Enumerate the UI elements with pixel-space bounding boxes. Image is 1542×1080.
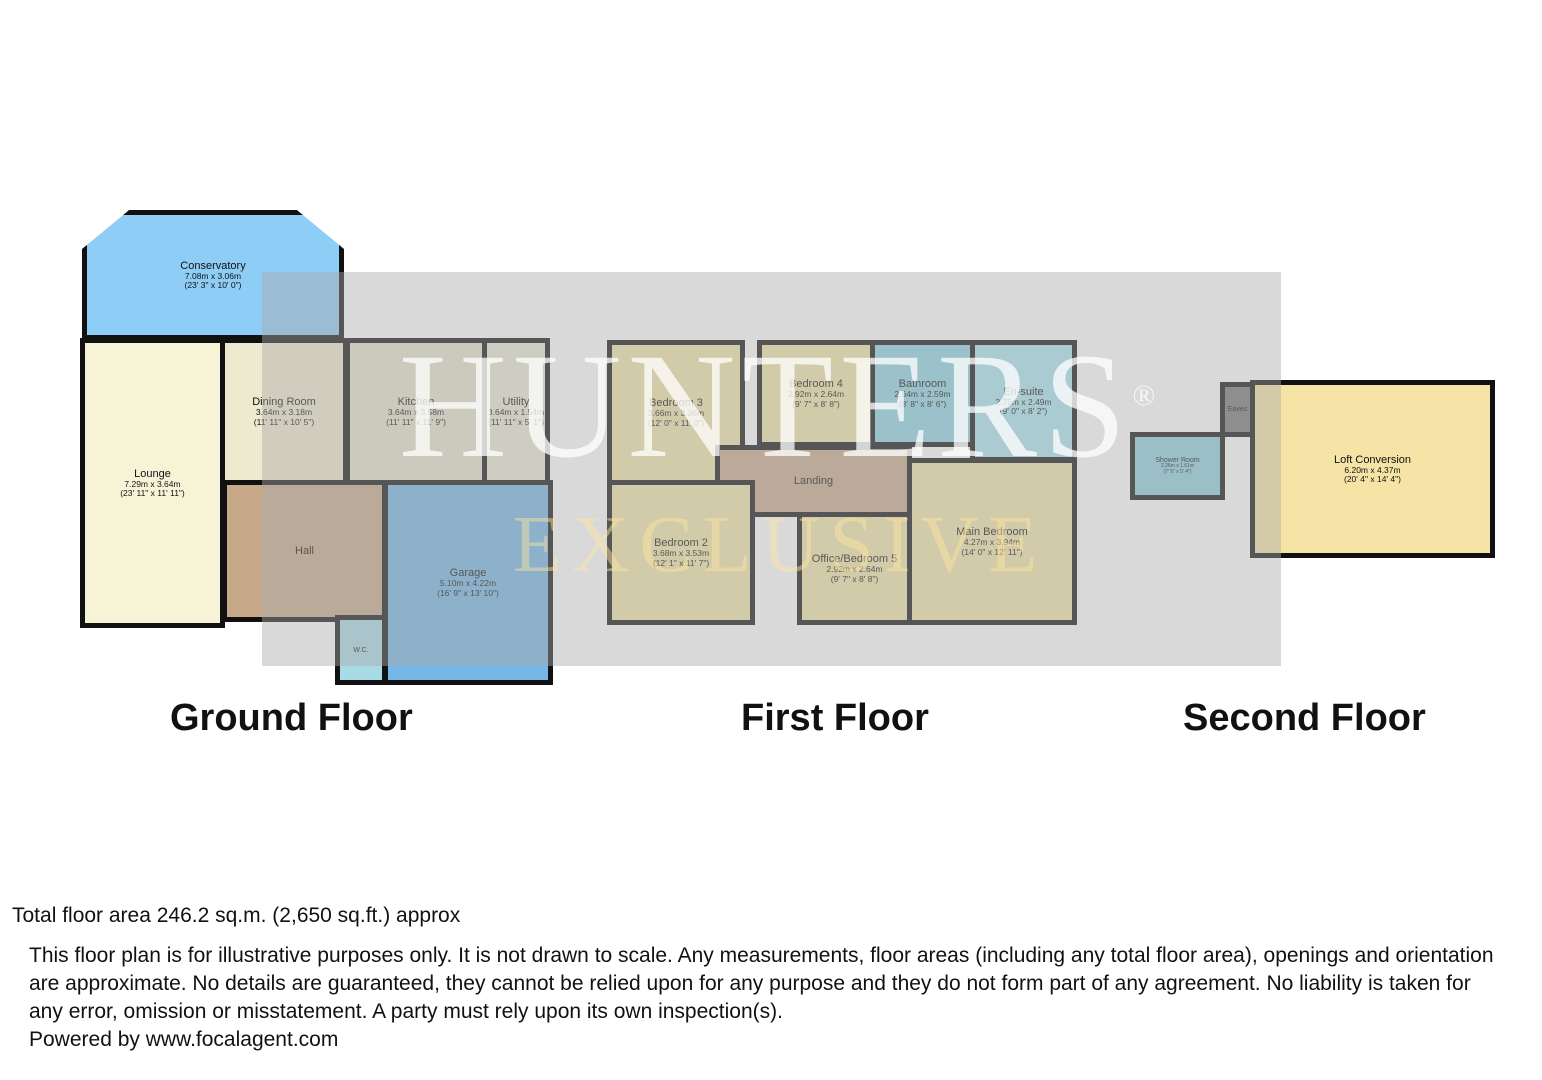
watermark-logo: HUNTERS® (330, 320, 1230, 492)
kitchen-metric: 3.64m x 3.58m (387, 407, 445, 418)
bathroom-metric: 2.64m x 2.59m (894, 389, 951, 400)
garage-imperial: (16' 9" x 13' 10") (437, 587, 499, 598)
bedroom-4-metric: 2.92m x 2.64m (787, 389, 845, 400)
w-c--name: W.C. (353, 646, 369, 654)
bedroom-3-metric: 3.66m x 3.36m (647, 408, 705, 419)
bedroom-4-name: Bedroom 4 (789, 378, 843, 391)
shower-room-name: Shower Room (1155, 457, 1200, 464)
office-bedroom-5-metric: 2.92m x 2.64m (826, 564, 883, 575)
bathroom-name: Bathroom (898, 378, 947, 391)
kitchen-name: Kitchen (397, 396, 435, 409)
conservatory-metric: 7.08m x 3.06m (184, 270, 242, 281)
loft-conversion-imperial: (20' 4" x 14' 4") (1343, 474, 1401, 484)
powered-by: Powered by www.focalagent.com (29, 1028, 339, 1051)
utility-imperial: (11' 11" x 5' 1") (488, 416, 544, 427)
shower-room-metric: 2.26m x 1.61m (1160, 463, 1195, 469)
bedroom-3-name: Bedroom 3 (649, 397, 703, 410)
dining-room-imperial: (11' 11" x 10' 5") (253, 416, 315, 427)
bedroom-2-name: Bedroom 2 (654, 537, 708, 550)
disclaimer: This floor plan is for illustrative purp… (29, 944, 1494, 1023)
brand-name: HUNTERS (398, 323, 1133, 489)
utility-name: Utility (502, 396, 530, 409)
garage-metric: 5.10m x 4.22m (439, 578, 497, 589)
dining-room-name: Dining Room (252, 396, 316, 409)
room-w-c-: W.C. (335, 615, 387, 685)
main-bedroom-metric: 4.27m x 3.94m (963, 537, 1021, 548)
main-bedroom-name: Main Bedroom (956, 526, 1028, 539)
room-eaves: Eaves (1220, 382, 1255, 437)
dining-room-metric: 3.64m x 3.18m (255, 407, 313, 418)
landing-name: Landing (793, 475, 834, 487)
shower-room-imperial: (7' 5" x 5' 4") (1163, 468, 1192, 475)
loft-conversion-metric: 6.20m x 4.37m (1344, 464, 1401, 475)
utility-metric: 3.64m x 1.54m (487, 407, 545, 418)
en-suite-name: En-suite (1003, 385, 1044, 398)
registered-mark: ® (1132, 379, 1162, 412)
lounge-imperial: (23' 11" x 11' 11") (120, 488, 185, 498)
room-hall: Hall (222, 480, 387, 622)
office-bedroom-5-imperial: (9' 7" x 8' 8") (830, 573, 879, 584)
en-suite-metric: 2.75m x 2.49m (995, 396, 1052, 407)
eaves-name: Eaves (1227, 406, 1248, 413)
loft-conversion-name: Loft Conversion (1333, 453, 1412, 466)
lounge-metric: 7.29m x 3.64m (124, 478, 181, 489)
office-bedroom-5-name: Office/Bedroom 5 (811, 553, 898, 566)
bedroom-2-metric: 3.68m x 3.53m (652, 548, 710, 559)
first-floor-label: First Floor (741, 697, 929, 739)
conservatory-name: Conservatory (180, 259, 246, 272)
watermark-sub: EXCLUSIVE (512, 501, 1048, 589)
ground-floor-label: Ground Floor (170, 697, 413, 739)
second-floor-label: Second Floor (1183, 697, 1426, 739)
bathroom-imperial: (8' 8" x 8' 6") (898, 398, 947, 409)
conservatory-imperial: (23' 3" x 10' 0") (184, 280, 242, 290)
total-floor-area: Total floor area 246.2 sq.m. (2,650 sq.f… (12, 904, 461, 927)
kitchen-imperial: (11' 11" x 11' 9") (386, 416, 446, 427)
bedroom-3-imperial: (12' 0" x 11' 0") (647, 417, 705, 428)
main-bedroom-imperial: (14' 0" x 12' 11") (961, 546, 1023, 557)
bedroom-2-imperial: (12' 1" x 11' 7") (652, 557, 710, 568)
hall-name: Hall (295, 545, 314, 557)
lounge-name: Lounge (134, 467, 171, 480)
en-suite-imperial: (9' 0" x 8' 2") (999, 406, 1048, 416)
garage-name: Garage (449, 567, 487, 580)
bedroom-4-imperial: (9' 7" x 8' 8") (792, 398, 840, 409)
